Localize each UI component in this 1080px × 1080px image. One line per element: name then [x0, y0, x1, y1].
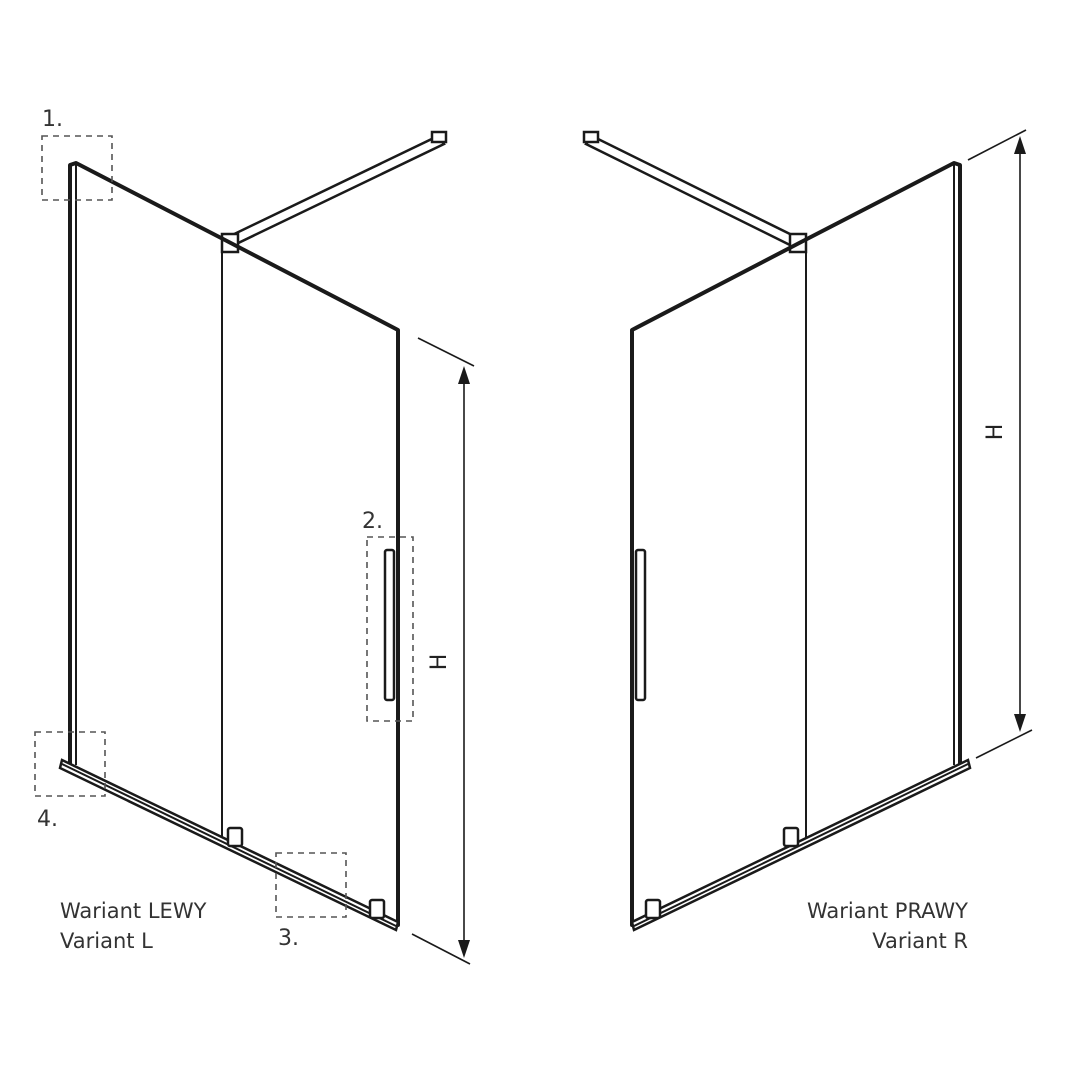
left-door-roller — [368, 898, 386, 920]
right-variant-drawing — [582, 129, 1033, 932]
left-variant-title: Wariant LEWY — [60, 899, 207, 923]
right-door-handle — [634, 548, 647, 702]
left-floor-guide — [226, 826, 244, 848]
callout-4-label: 4. — [37, 807, 58, 832]
callout-3-label: 3. — [278, 926, 299, 951]
left-variant-drawing — [34, 130, 475, 965]
right-variant-subtitle: Variant R — [872, 929, 968, 953]
callout-1-label: 1. — [42, 107, 63, 132]
right-panel-outline — [630, 161, 962, 927]
left-variant-subtitle: Variant L — [60, 929, 153, 953]
left-stabilizer-bar — [220, 130, 448, 254]
right-door-roller — [644, 898, 662, 920]
left-height-dimension — [411, 337, 475, 965]
right-height-label: H — [983, 424, 1008, 441]
right-height-dimension — [967, 129, 1033, 759]
detail-box-4 — [34, 731, 106, 797]
right-bottom-rail — [630, 758, 972, 932]
left-panel-outline — [68, 161, 400, 927]
detail-box-3 — [275, 852, 347, 918]
right-variant-title: Wariant PRAWY — [807, 899, 968, 923]
detail-box-2 — [366, 536, 414, 722]
left-height-label: H — [427, 654, 452, 671]
right-stabilizer-bar — [582, 130, 808, 254]
left-door-handle — [383, 548, 396, 702]
callout-2-label: 2. — [362, 509, 383, 534]
detail-box-1 — [41, 135, 113, 201]
right-floor-guide — [782, 826, 800, 848]
